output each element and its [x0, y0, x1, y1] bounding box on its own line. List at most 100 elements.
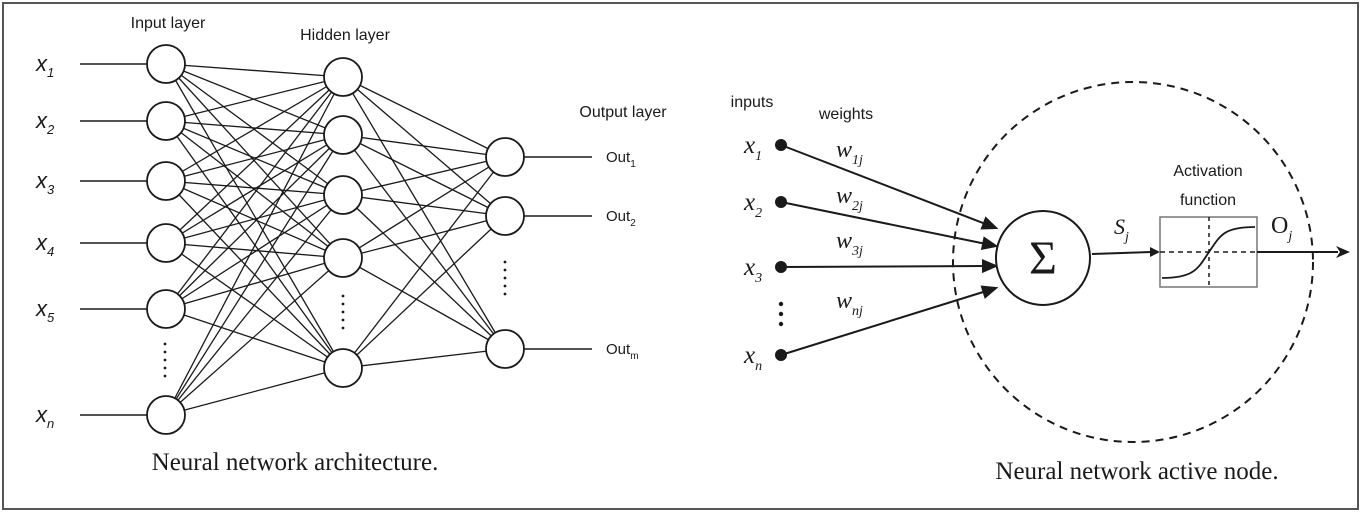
weight-w2j: w2j	[836, 183, 863, 214]
weighted-arrowhead	[980, 216, 999, 230]
hidden-neuron	[323, 57, 363, 97]
edge-input-hidden	[165, 76, 344, 122]
edge-input-hidden	[165, 76, 344, 416]
output-label: Oj	[1271, 213, 1292, 244]
edge-hidden-output	[342, 76, 506, 158]
edge-hidden-output	[342, 215, 506, 369]
edge-input-hidden	[165, 257, 344, 416]
edge-input-hidden	[165, 242, 344, 259]
edge-hidden-output	[342, 134, 506, 158]
edge-input-hidden	[165, 257, 344, 310]
edge-input-hidden	[165, 134, 344, 310]
output-neuron	[485, 196, 525, 236]
edge-input-hidden	[165, 194, 344, 416]
input-neuron	[146, 161, 186, 201]
inputs-label: inputs	[731, 94, 774, 111]
sigma-icon: Σ	[1029, 232, 1057, 285]
hidden-neuron	[323, 115, 363, 155]
input-ellipsis	[163, 342, 167, 378]
input-label-x5: x5	[35, 296, 55, 325]
input-neuron	[146, 44, 186, 84]
output-neuron	[485, 137, 525, 177]
weighted-arrow	[780, 144, 989, 226]
input-neuron	[146, 223, 186, 263]
node-input-x2: x2	[743, 189, 762, 221]
edge-hidden-output	[342, 76, 506, 350]
edge-input-hidden	[165, 76, 344, 182]
input-label-x1: x1	[35, 51, 54, 80]
node-boundary-dashed-circle	[952, 81, 1314, 443]
hidden-neuron	[323, 175, 363, 215]
edge-hidden-output	[342, 194, 506, 350]
architecture-caption: Neural network architecture.	[152, 449, 439, 476]
weighted-arrowhead	[981, 259, 999, 274]
weighted-arrow	[780, 265, 989, 268]
input-label-x3: x3	[35, 168, 55, 197]
weighted-arrowhead	[980, 236, 999, 251]
edge-input-hidden	[165, 134, 344, 244]
weighted-arrow	[780, 201, 989, 246]
output-label-out2: Out2	[606, 208, 636, 229]
edge-hidden-output	[342, 194, 506, 217]
output-label-out1: Out1	[606, 149, 636, 170]
input-neuron	[146, 101, 186, 141]
hidden-neuron	[323, 238, 363, 278]
edge-input-hidden	[165, 367, 344, 416]
node-input-ellipsis	[778, 301, 784, 327]
weighted-input-arrows	[775, 139, 999, 361]
weights-label: weights	[818, 106, 873, 123]
hidden-ellipsis	[341, 294, 345, 330]
edge-input-hidden	[165, 120, 344, 369]
input-label-x4: x4	[35, 230, 54, 259]
neuron-nodes	[146, 44, 525, 435]
node-input-x1: x1	[743, 132, 762, 164]
edge-input-hidden	[165, 134, 344, 182]
edge-hidden-output	[342, 348, 506, 369]
weight-w1j: w1j	[836, 137, 863, 168]
edge-hidden-output	[342, 134, 506, 350]
edge-input-hidden	[165, 194, 344, 244]
input-variable-labels: x1 x2 x3 x4 x5 xn	[35, 51, 55, 431]
summation-node	[995, 210, 1091, 306]
edge-input-hidden	[165, 180, 344, 196]
weighted-arrow	[780, 289, 989, 356]
input-neuron	[146, 395, 186, 435]
weight-wnj: wnj	[836, 288, 863, 319]
edge-input-hidden	[165, 134, 344, 416]
input-label-xn: xn	[35, 402, 54, 431]
sum-output-arrow	[1091, 251, 1153, 255]
edge-input-hidden	[165, 76, 344, 244]
connection-edges	[165, 63, 506, 416]
edge-input-hidden	[165, 76, 344, 310]
activation-label-line1: Activation	[1173, 163, 1242, 180]
sum-output-arrowhead	[1150, 247, 1160, 257]
output-neuron	[485, 329, 525, 369]
edge-input-hidden	[165, 63, 344, 259]
edge-hidden-output	[342, 156, 506, 196]
edge-input-hidden	[165, 194, 344, 310]
output-ellipsis	[503, 260, 507, 296]
edge-input-hidden	[165, 308, 344, 369]
hidden-layer-label: Hidden layer	[300, 27, 391, 44]
edge-input-hidden	[165, 63, 344, 369]
output-layer-label: Output layer	[579, 104, 667, 121]
node-input-labels: x1 x2 x3 xn	[743, 132, 762, 374]
edge-hidden-output	[342, 156, 506, 369]
weighted-arrowhead	[980, 285, 999, 299]
node-input-x3: x3	[743, 254, 762, 286]
output-label-outm: Outm	[606, 341, 639, 362]
node-caption: Neural network active node.	[995, 458, 1278, 485]
node-input-xn: xn	[743, 342, 762, 374]
input-neuron	[146, 289, 186, 329]
input-layer-label: Input layer	[131, 15, 206, 32]
input-label-x2: x2	[35, 108, 55, 137]
sum-output-label: Sj	[1114, 214, 1129, 245]
edge-hidden-output	[342, 156, 506, 259]
sigmoid-curve	[1161, 226, 1256, 279]
edge-hidden-output	[342, 215, 506, 259]
